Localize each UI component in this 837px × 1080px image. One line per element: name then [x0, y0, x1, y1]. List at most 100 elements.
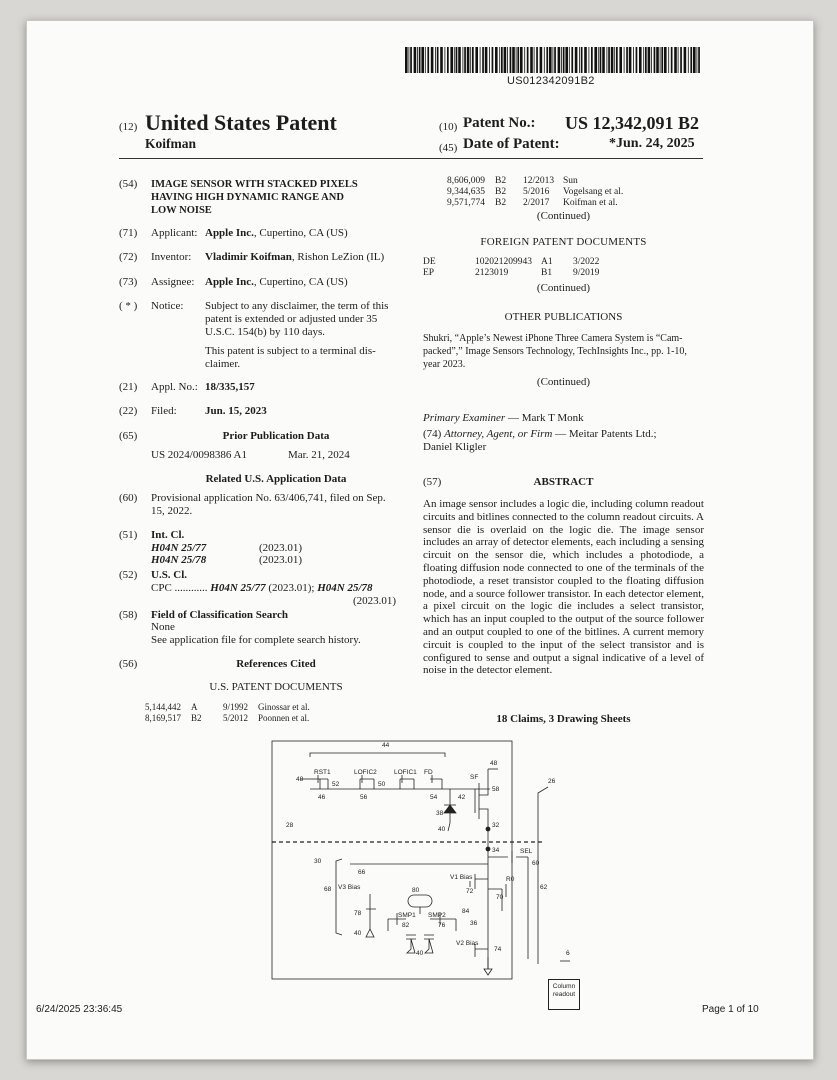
- other-pubs-heading: OTHER PUBLICATIONS: [504, 311, 623, 323]
- int-cl-year: (2023.01): [259, 542, 303, 554]
- provisional-line: 15, 2022.: [151, 505, 193, 517]
- barcode-bar: [677, 47, 679, 73]
- applicant-label: Applicant:: [151, 227, 198, 239]
- barcode-bar: [464, 47, 466, 73]
- barcode-bar: [453, 47, 455, 73]
- header-divider: [119, 158, 703, 159]
- foreign-number: 2123019: [475, 268, 509, 278]
- barcode-bar: [599, 47, 602, 73]
- notice-label: Notice:: [151, 300, 184, 312]
- diagram-label: LOFIC2: [354, 769, 377, 776]
- applicant-name: Apple Inc.: [205, 227, 254, 239]
- provisional-text: Provisional application No. 63/406,741, …: [151, 492, 386, 518]
- diagram-label: 40: [438, 826, 446, 833]
- barcode-bar: [651, 47, 652, 73]
- barcode-bar: [574, 47, 578, 73]
- barcode-bar: [458, 47, 461, 73]
- barcode-bar: [410, 47, 412, 73]
- transistor-fd: [430, 775, 443, 789]
- diagram-label: 40: [416, 950, 424, 957]
- barcode-bar: [645, 47, 647, 73]
- transistor-v3bias: [365, 894, 376, 938]
- assignee-name: Apple Inc.: [205, 276, 254, 288]
- brace-44: [309, 752, 446, 757]
- cpc-year: (2023.01): [353, 595, 397, 607]
- inventor-location: , Rishon LeZion (IL): [291, 251, 385, 263]
- ref-name: Vogelsang et al.: [563, 187, 624, 197]
- barcode-bar: [552, 47, 554, 73]
- diagram-label: 82: [402, 922, 410, 929]
- diagram-label: 26: [548, 778, 556, 785]
- continued-note: (Continued): [536, 376, 591, 388]
- header-code-10: (10): [439, 121, 458, 133]
- barcode-bar: [661, 47, 664, 73]
- barcode-bar: [602, 47, 605, 73]
- barcode-bar: [507, 47, 508, 73]
- applicant-location: , Cupertino, CA (US): [253, 227, 348, 239]
- barcode-bar: [430, 47, 434, 73]
- barcode-bar: [565, 47, 568, 73]
- related-heading: Related U.S. Application Data: [205, 473, 347, 485]
- transistor-v1bias: [469, 874, 488, 889]
- diagram-label: 54: [430, 794, 438, 801]
- us-cl-code: (52): [119, 569, 138, 581]
- int-cl-class: H04N 25/77: [151, 542, 207, 554]
- transistor-rst1: [300, 775, 329, 789]
- barcode-bar: [597, 47, 599, 73]
- capacitors-76: [406, 934, 434, 954]
- barcode-bar: [424, 47, 426, 73]
- header-code-45: (45): [439, 142, 458, 154]
- ref-number: 9,344,635: [447, 187, 485, 197]
- diagram-label: 68: [324, 886, 332, 893]
- title-line: LOW NOISE: [151, 205, 212, 216]
- barcode-bar: [683, 47, 687, 73]
- diagram-label: SF: [470, 774, 478, 781]
- ref-date: 9/1992: [223, 702, 249, 712]
- barcode-number: US012342091B2: [507, 75, 595, 87]
- applicant-value: Apple Inc., Cupertino, CA (US): [205, 227, 348, 240]
- barcode-bar: [462, 47, 464, 73]
- page-number: Page 1 of 10: [702, 1004, 759, 1015]
- abstract-code: (57): [423, 476, 442, 488]
- patent-number-label: Patent No.:: [463, 115, 536, 131]
- refs-heading: References Cited: [236, 658, 316, 670]
- barcode-bar: [584, 47, 587, 73]
- barcode-bar: [562, 47, 565, 73]
- publication-line: packed”,” Image Sensors Technology, Tech…: [423, 346, 687, 357]
- cpc-label: CPC ............: [151, 582, 208, 594]
- int-cl-heading: Int. Cl.: [151, 529, 185, 541]
- barcode-bar: [606, 47, 608, 73]
- header-inventor: Koifman: [145, 136, 197, 151]
- filed-label: Filed:: [151, 405, 177, 417]
- diagram-label: 58: [492, 786, 500, 793]
- diagram-label: 46: [318, 794, 326, 801]
- attorney: (74) Attorney, Agent, or Firm — Meitar P…: [423, 428, 657, 441]
- diagram-label: 78: [354, 910, 362, 917]
- barcode-bar: [653, 47, 656, 73]
- appl-code: (21): [119, 381, 138, 393]
- notice-line: U.S.C. 154(b) by 110 days.: [205, 326, 325, 338]
- barcode-bar: [524, 47, 526, 73]
- diagram-label: SMP2: [428, 912, 446, 919]
- barcode-bar: [635, 47, 638, 73]
- prior-pub-date: Mar. 21, 2024: [288, 449, 350, 461]
- diagram-label: 42: [458, 794, 466, 801]
- field-note: See application file for complete search…: [151, 634, 361, 646]
- barcode-bar: [543, 47, 545, 73]
- foreign-date: 3/2022: [573, 257, 600, 267]
- barcode-bar: [557, 47, 561, 73]
- ref-date: 12/2013: [523, 176, 555, 186]
- diagram-label: 62: [540, 884, 548, 891]
- inventor-value: Vladimir Koifman, Rishon LeZion (IL): [205, 251, 384, 264]
- diagram-label: RST1: [314, 769, 331, 776]
- barcode-bar: [594, 47, 597, 73]
- barcode-bar: [533, 47, 535, 73]
- cpc-class: H04N 25/77: [210, 582, 266, 594]
- foreign-country: EP: [423, 268, 435, 278]
- diagram-label: 36: [470, 920, 478, 927]
- barcode-bar: [491, 47, 494, 73]
- barcode-bar: [440, 47, 443, 73]
- assignee-location: , Cupertino, CA (US): [253, 276, 348, 288]
- node-32: [485, 826, 491, 832]
